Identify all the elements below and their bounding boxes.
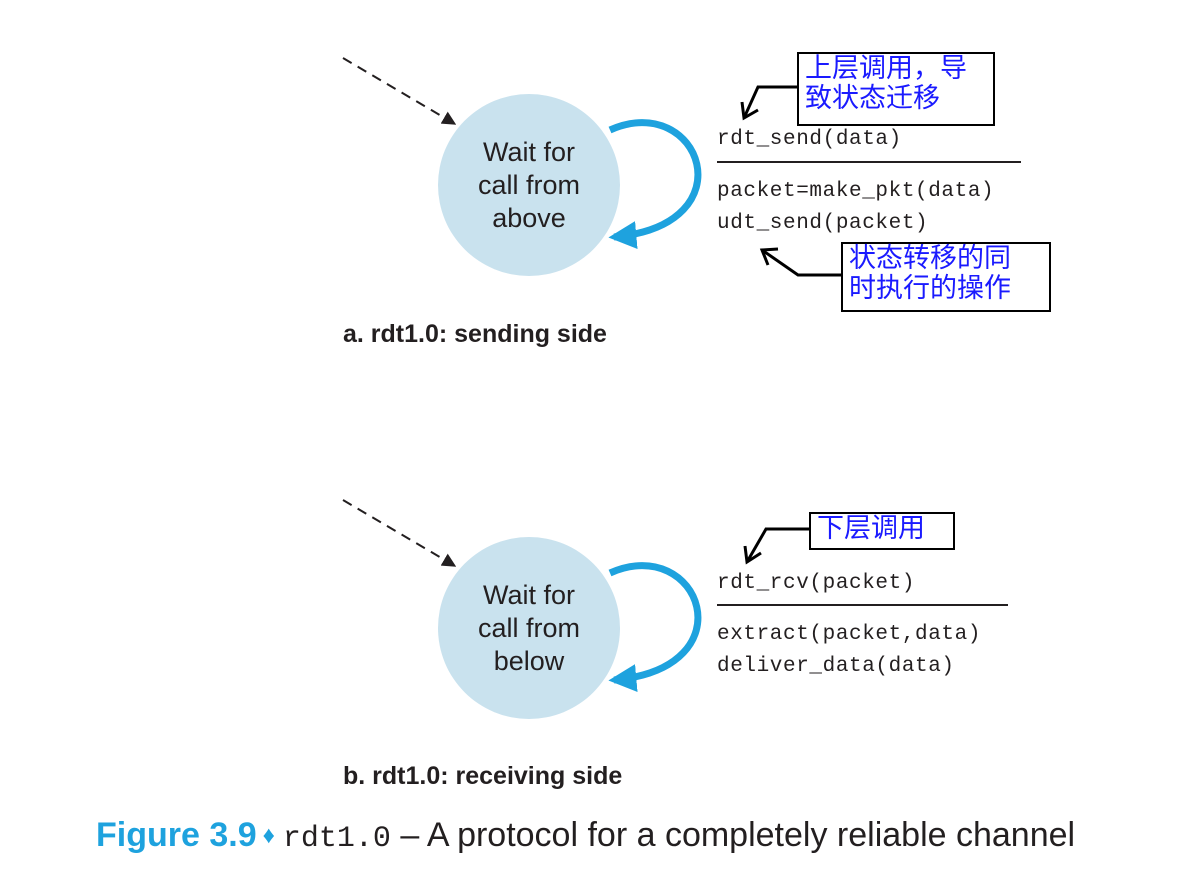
self-loop-arrow-a — [608, 119, 702, 249]
self-loop-arrow-b — [608, 562, 702, 692]
note-line: 时执行的操作 — [849, 273, 1011, 304]
note-pointer-action-a — [761, 248, 841, 277]
note-line: 致状态迁移 — [805, 83, 940, 114]
figure-caption: Figure 3.9♦ rdt1.0 – A protocol for a com… — [96, 816, 1075, 856]
state-label-line: Wait for — [482, 136, 575, 167]
figure-caption-text: – A protocol for a completely reliable c… — [390, 816, 1076, 854]
transition-event-b: rdt_rcv(packet) — [717, 572, 916, 595]
state-label-line: call from — [477, 612, 580, 643]
transition-event-a: rdt_send(data) — [717, 128, 902, 151]
transition-action-b-1: extract(packet,data) — [717, 623, 982, 646]
state-label-line: above — [492, 202, 566, 233]
transition-action-a-1: packet=make_pkt(data) — [717, 180, 995, 203]
note-line: 下层调用 — [817, 513, 925, 544]
subfigure-caption-b: b. rdt1.0: receiving side — [343, 762, 623, 790]
note-line: 上层调用，导 — [805, 53, 967, 84]
event-action-divider-b — [717, 604, 1008, 606]
note-pointer-action-a-head — [759, 247, 779, 266]
state-label-line: call from — [477, 169, 580, 200]
note-pointer-event-a-head — [740, 101, 759, 121]
state-label-line: below — [493, 645, 565, 676]
annotation-event-note-a: 上层调用，导 致状态迁移 — [797, 52, 995, 126]
event-action-divider-a — [717, 161, 1021, 163]
state-wait-for-call-from-above: Wait for call from above — [438, 94, 620, 276]
subfigure-caption-a: a. rdt1.0: sending side — [343, 320, 607, 348]
note-line: 状态转移的同 — [849, 243, 1011, 274]
transition-action-b-2: deliver_data(data) — [717, 655, 955, 678]
state-wait-for-call-from-below: Wait for call from below — [438, 537, 620, 719]
diamond-separator-icon: ♦ — [262, 822, 275, 849]
annotation-event-note-b: 下层调用 — [809, 512, 955, 550]
figure-number: Figure 3.9 — [96, 816, 257, 854]
note-pointer-event-a — [742, 85, 797, 119]
figure-code: rdt1.0 — [282, 822, 391, 856]
transition-action-a-2: udt_send(packet) — [717, 212, 929, 235]
annotation-action-note-a: 状态转移的同 时执行的操作 — [841, 242, 1051, 312]
state-label-line: Wait for — [482, 579, 575, 610]
initial-state-arrow-a — [342, 57, 457, 125]
initial-state-arrow-b — [342, 499, 457, 567]
note-pointer-event-b — [745, 527, 809, 563]
note-pointer-event-b-head — [743, 545, 762, 565]
